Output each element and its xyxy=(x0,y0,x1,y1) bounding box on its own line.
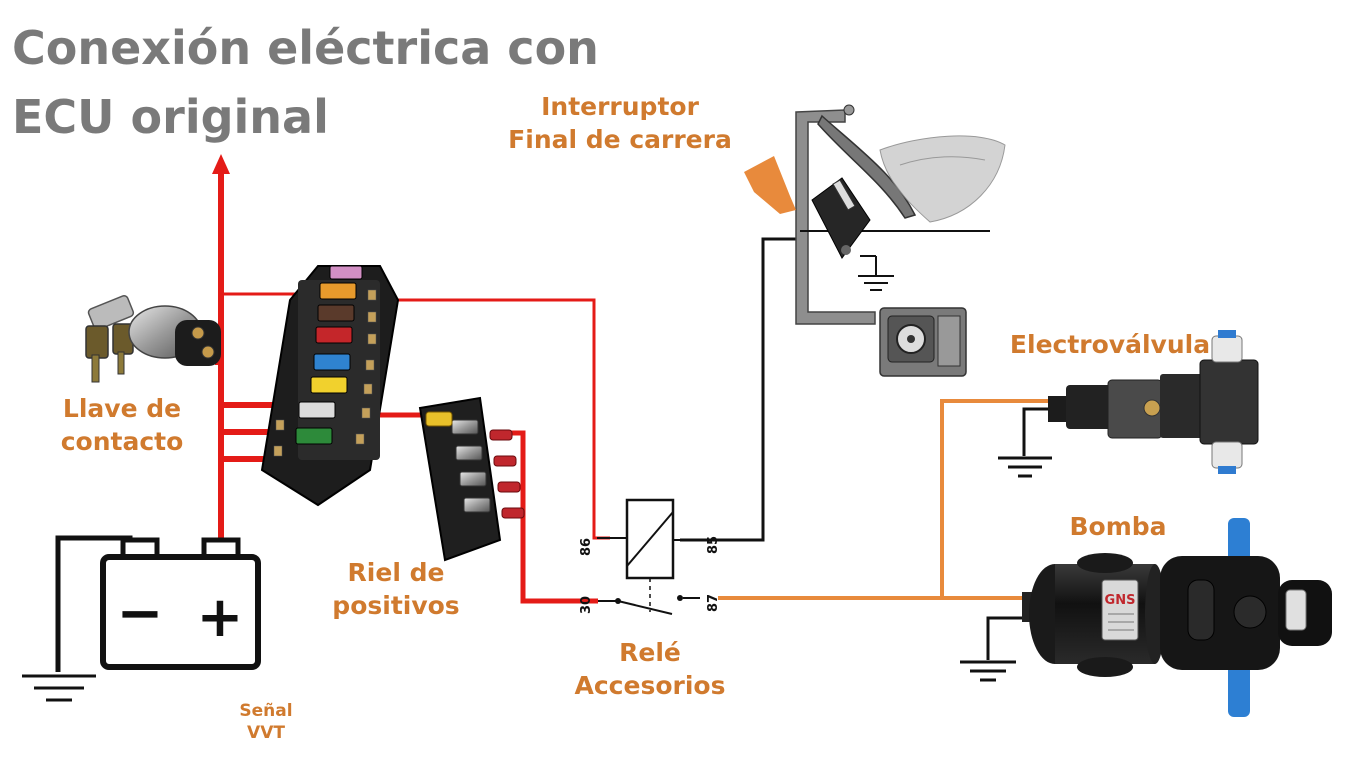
label-ignition-key: Llave de contacto xyxy=(52,392,192,458)
label-relay-line2: Accesorios xyxy=(574,671,726,700)
label-vvt-signal-line2: VVT xyxy=(247,723,285,744)
wire-relay85-to-switch xyxy=(680,237,800,542)
limit-switch xyxy=(811,177,871,259)
label-electrovalve: Electroválvula xyxy=(986,328,1234,361)
label-vvt-signal-line1: Señal xyxy=(239,701,293,721)
fuse-clear xyxy=(298,401,336,419)
fuse-red xyxy=(315,326,353,344)
battery-body xyxy=(100,554,261,670)
label-positive-rail: Riel de positivos xyxy=(326,556,466,622)
label-limit-switch: Interruptor Final de carrera xyxy=(498,90,742,156)
positive-rail xyxy=(418,396,525,562)
ground-electrovalve xyxy=(998,407,1055,478)
fuse-orange xyxy=(319,282,357,300)
label-relay: Relé Accesorios xyxy=(562,636,738,702)
ground-switch xyxy=(858,255,894,291)
label-vvt-signal: Señal VVT xyxy=(226,700,306,744)
ground-pump xyxy=(960,616,1030,682)
electrovalve xyxy=(1048,330,1259,474)
rail-yellow-connector xyxy=(425,411,453,427)
fuse-blue xyxy=(313,353,351,371)
ignition-key-switch xyxy=(85,295,221,383)
fuse-yellow xyxy=(310,376,348,394)
fuse-box xyxy=(260,265,400,507)
label-limit-switch-line1: Interruptor xyxy=(541,92,699,121)
label-relay-line1: Relé xyxy=(619,638,681,667)
label-pump-text: Bomba xyxy=(1069,512,1167,541)
relay-pin-86: 86 xyxy=(579,538,594,556)
ecu-arrow-head xyxy=(212,154,230,174)
label-positive-rail-line1: Riel de xyxy=(347,558,445,587)
label-limit-switch-line2: Final de carrera xyxy=(508,125,732,154)
fuse-slots xyxy=(295,265,363,445)
label-electrovalve-text: Electroválvula xyxy=(1009,330,1211,359)
throttle-body xyxy=(879,307,967,377)
battery: − + xyxy=(100,537,261,670)
relay-contact xyxy=(617,600,673,615)
label-positive-rail-line2: positivos xyxy=(332,591,460,620)
relay-pin-87: 87 xyxy=(706,594,721,612)
fuse-pink xyxy=(329,265,363,280)
relay-pin-30: 30 xyxy=(579,596,594,614)
fuse-green xyxy=(295,427,333,445)
relay: 86 85 30 87 xyxy=(579,498,721,615)
pump: GNS xyxy=(1022,518,1332,717)
pump-brand: GNS xyxy=(1105,593,1136,608)
label-ignition-key-line2: contacto xyxy=(60,427,184,456)
battery-pos-sign: + xyxy=(197,585,244,650)
label-ignition-key-line1: Llave de xyxy=(62,394,182,423)
label-pump: Bomba xyxy=(1058,510,1178,543)
title-line-2: ECU original xyxy=(12,90,329,144)
positive-wires xyxy=(212,154,610,604)
ground-battery xyxy=(22,674,96,702)
diagram-title: Conexión eléctrica con ECU original xyxy=(12,14,599,152)
wire-to-electrovalve xyxy=(940,399,1060,598)
output-wires xyxy=(718,399,1060,600)
title-line-1: Conexión eléctrica con xyxy=(12,21,599,75)
battery-neg-sign: − xyxy=(117,581,164,646)
fuse-brown xyxy=(317,304,355,322)
relay-pin-85: 85 xyxy=(706,536,721,554)
pedal-assembly xyxy=(744,104,1006,377)
pointer-arrow xyxy=(744,156,796,214)
